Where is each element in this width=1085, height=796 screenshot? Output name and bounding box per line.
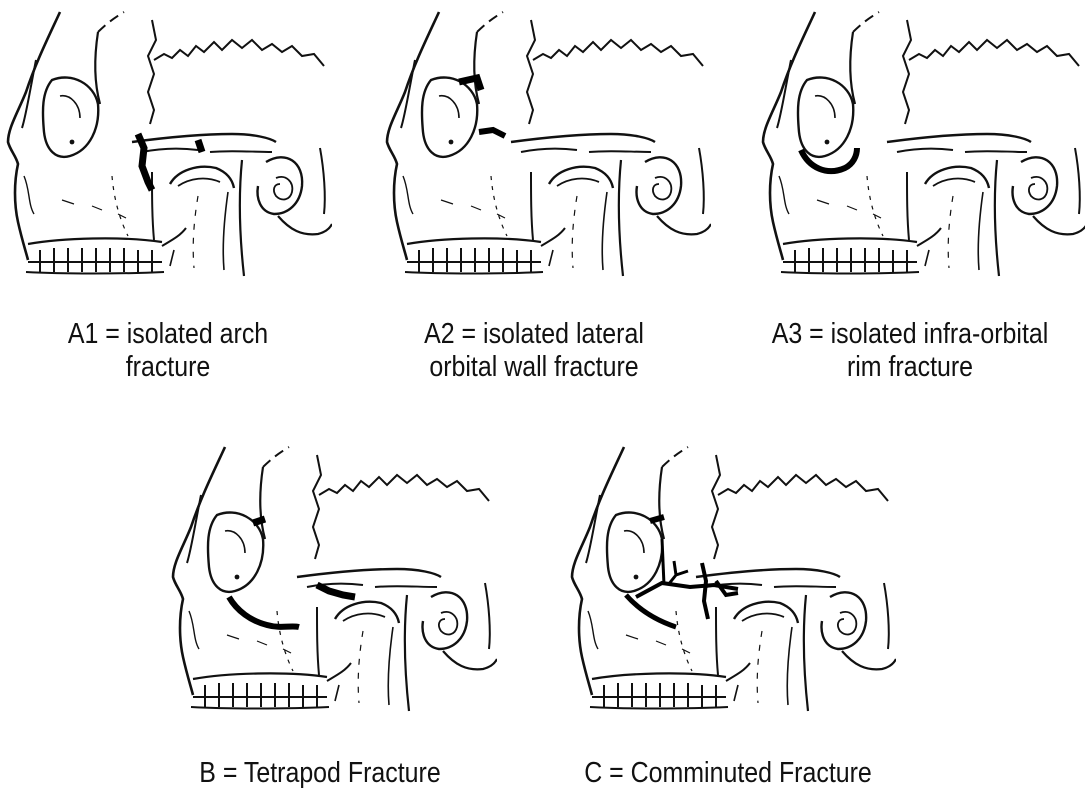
fracture-marks-c — [626, 517, 738, 627]
caption-a3-line2: rim fracture — [760, 351, 1061, 384]
skull-diagram-a3 — [757, 0, 1085, 300]
caption-a3: A3 = isolated infra-orbital rim fracture — [760, 318, 1061, 384]
caption-a2-line1: A2 = isolated lateral — [390, 318, 679, 351]
caption-c: C = Comminuted Fracture — [556, 757, 900, 790]
caption-a1: A1 = isolated arch fracture — [24, 318, 313, 384]
fracture-marks-a1 — [138, 134, 202, 190]
caption-a3-line1: A3 = isolated infra-orbital — [760, 318, 1061, 351]
caption-b: B = Tetrapod Fracture — [148, 757, 492, 790]
caption-c-line1: C = Comminuted Fracture — [556, 757, 900, 790]
caption-a1-line2: fracture — [24, 351, 313, 384]
caption-a2-line2: orbital wall fracture — [390, 351, 679, 384]
skull-diagram-a1 — [2, 0, 332, 300]
fracture-marks-a3 — [801, 148, 857, 171]
skull-diagram-a2 — [381, 0, 711, 300]
skull-diagram-b — [167, 435, 497, 735]
caption-b-line1: B = Tetrapod Fracture — [148, 757, 492, 790]
caption-a2: A2 = isolated lateral orbital wall fract… — [390, 318, 679, 384]
caption-a1-line1: A1 = isolated arch — [24, 318, 313, 351]
skull-diagram-c — [566, 435, 896, 735]
